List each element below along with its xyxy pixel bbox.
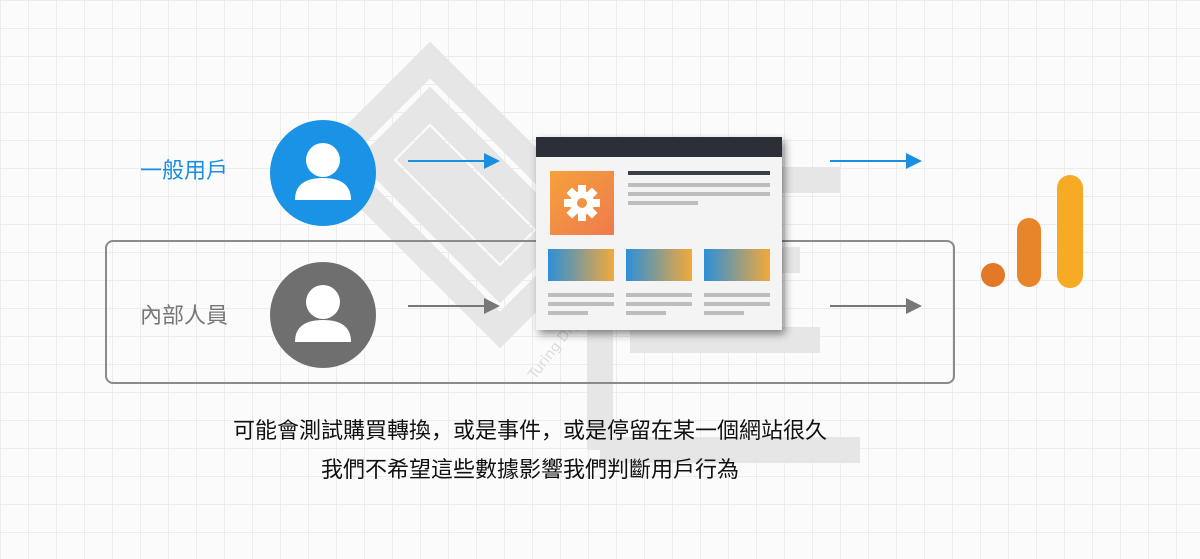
general-user-avatar [270, 120, 376, 226]
arrow-internal-to-site [408, 298, 500, 314]
internal-staff-avatar [270, 262, 376, 368]
text-line [626, 302, 692, 306]
gear-icon [564, 185, 600, 221]
text-line [548, 302, 614, 306]
user-icon [295, 285, 351, 342]
content-card [548, 249, 614, 281]
browser-title-bar [536, 137, 782, 157]
text-line [626, 311, 666, 315]
website-window-icon [536, 137, 782, 330]
content-card [626, 249, 692, 281]
gear-tile [550, 171, 614, 235]
text-line [628, 183, 770, 187]
text-line [628, 192, 770, 196]
text-line [704, 293, 770, 297]
google-analytics-icon [981, 175, 1083, 288]
content-card [704, 249, 770, 281]
caption-line-2: 我們不希望這些數據影響我們判斷用戶行為 [320, 458, 739, 483]
general-user-label: 一般用戶 [140, 159, 229, 184]
arrow-site-to-analytics-gray [830, 298, 922, 314]
arrow-general-to-site [408, 153, 500, 169]
user-icon [295, 143, 351, 200]
text-line [548, 293, 614, 297]
text-line [626, 293, 692, 297]
text-line [548, 311, 588, 315]
caption-line-1: 可能會測試購買轉換，或是事件，或是停留在某一個網站很久 [232, 419, 827, 444]
text-line [628, 171, 770, 175]
text-line [628, 201, 698, 205]
internal-staff-label: 內部人員 [140, 304, 229, 329]
text-line [704, 311, 744, 315]
arrow-site-to-analytics-blue [830, 153, 922, 169]
text-line [704, 302, 770, 306]
internal-users-group [105, 240, 955, 384]
